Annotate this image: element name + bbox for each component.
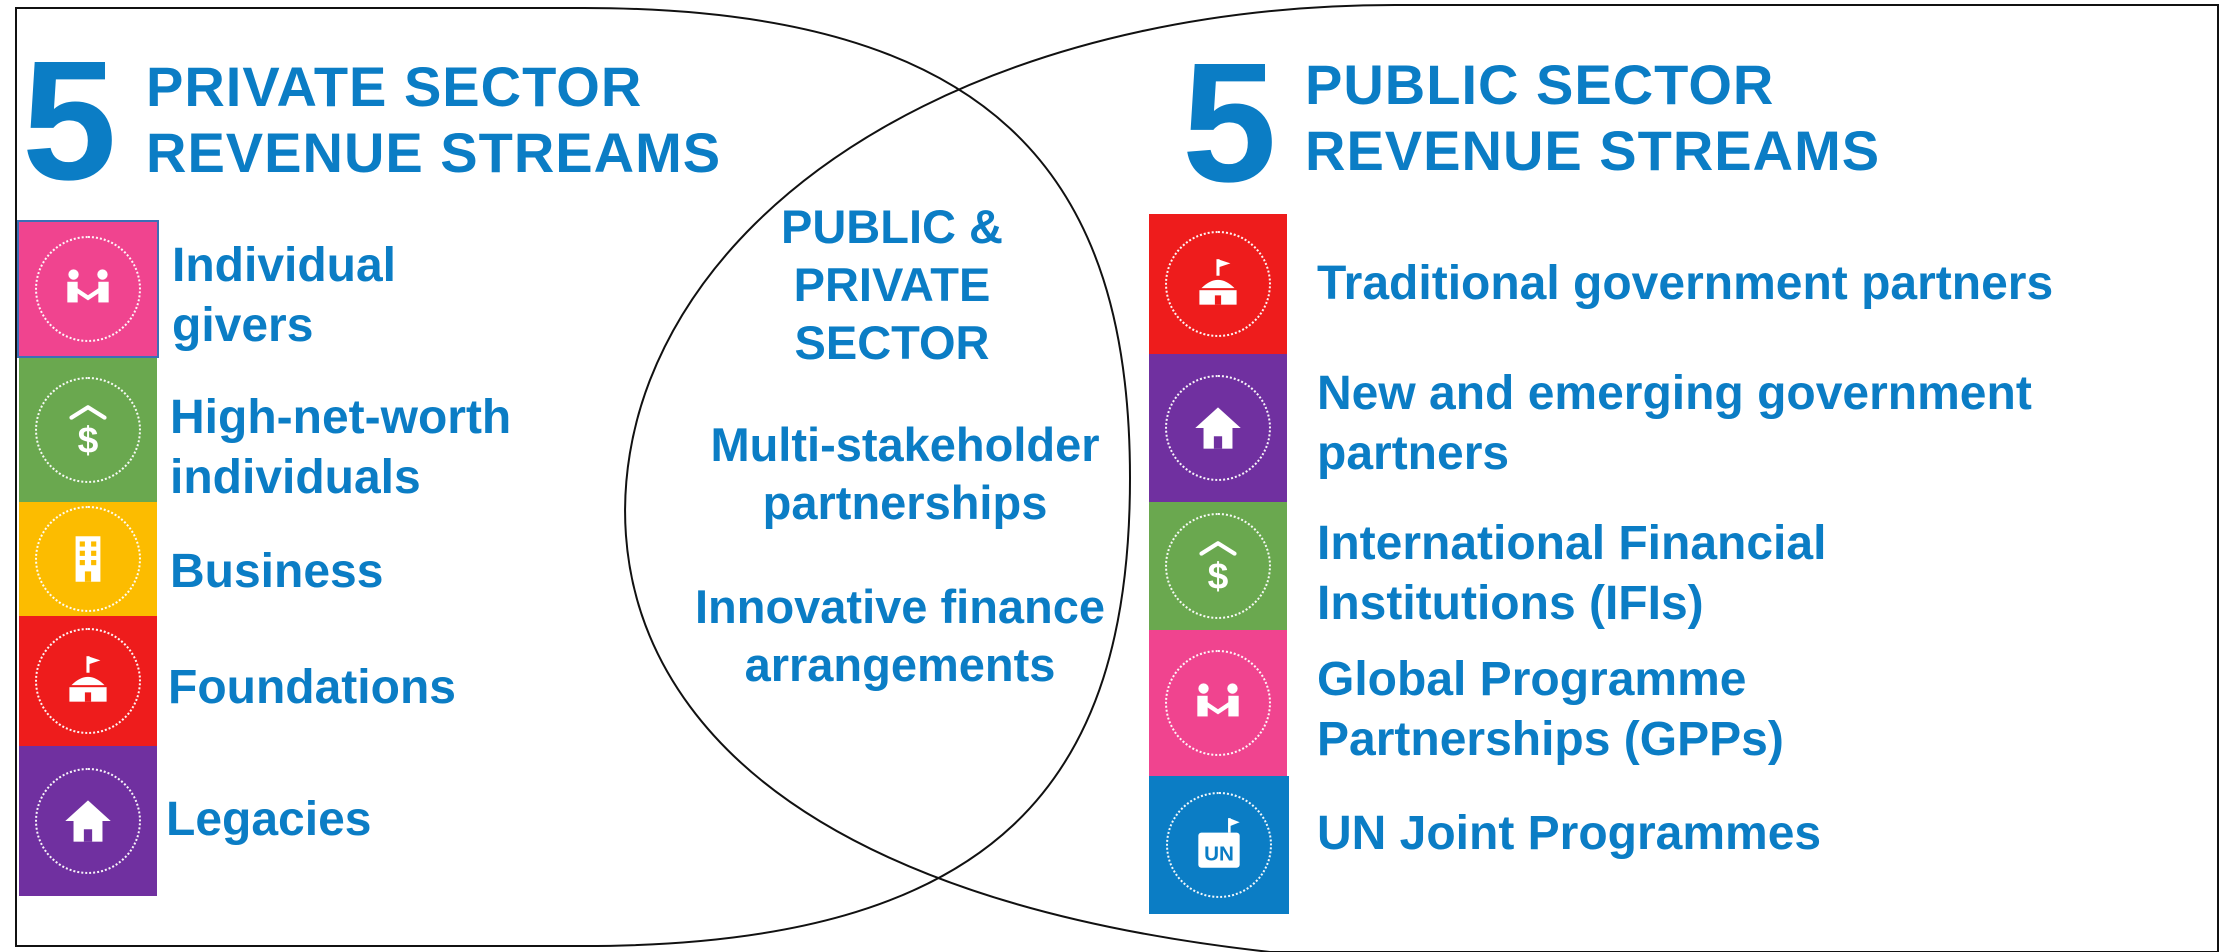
label-line1: Business	[170, 545, 384, 598]
label-line1: New and emerging government	[1317, 367, 2032, 420]
icon-ring	[1165, 231, 1271, 337]
icon-ring	[1165, 650, 1271, 756]
public-sector-heading-line2: REVENUE STREAMS	[1305, 119, 1881, 182]
label-line1: High-net-worth	[170, 391, 512, 444]
public-sector-count: 5	[1182, 28, 1277, 218]
gpp-tile	[1149, 630, 1287, 776]
icon-ring	[1165, 375, 1271, 481]
public-sector-ellipse	[624, 4, 2219, 952]
label-line1: Foundations	[168, 661, 456, 714]
svg-text:UN: UN	[1204, 843, 1234, 866]
dollar-house-icon: $	[69, 405, 107, 461]
overlap-title-line1: PUBLIC &	[781, 200, 1003, 253]
gpp-label: Global Programme Partnerships (GPPs)	[1317, 650, 1784, 770]
label-line1: Individual	[172, 239, 397, 292]
label-line1: UN Joint Programmes	[1317, 807, 1822, 860]
ifi-label: International Financial Institutions (IF…	[1317, 514, 1826, 634]
foundations-tile	[19, 616, 157, 746]
icon-ring: $	[1165, 513, 1271, 619]
label-line1: Legacies	[166, 793, 372, 846]
ifi-tile: $	[1149, 502, 1287, 630]
icon-ring	[35, 768, 141, 874]
icon-ring: UN	[1166, 792, 1272, 898]
private-sector-count: 5	[22, 26, 117, 216]
foundations-label: Foundations	[168, 658, 456, 718]
overlap-item2-line2: arrangements	[744, 638, 1056, 691]
svg-text:$: $	[1208, 555, 1229, 597]
private-sector-heading-line2: REVENUE STREAMS	[146, 121, 722, 184]
icon-ring	[35, 236, 141, 342]
overlap-item2-line1: Innovative finance	[694, 580, 1106, 633]
overlap-item1-line2: partnerships	[762, 476, 1048, 529]
institution-flag-icon	[69, 656, 107, 702]
public-sector-heading-line1: PUBLIC SECTOR	[1305, 53, 1775, 116]
building-icon	[75, 536, 101, 582]
svg-text:$: $	[78, 419, 99, 461]
innovative-finance-arrangements: Innovative finance arrangements	[680, 578, 1120, 694]
legacies-label: Legacies	[166, 790, 371, 850]
overlap-item1-line1: Multi-stakeholder	[710, 418, 1100, 471]
high-net-worth-tile: $	[19, 358, 157, 502]
house-icon	[1195, 407, 1241, 449]
new-emerging-government-label: New and emerging government partners	[1317, 364, 2032, 484]
high-net-worth-label: High-net-worth individuals	[170, 388, 511, 508]
icon-ring: $	[35, 377, 141, 483]
traditional-government-label: Traditional government partners	[1317, 254, 2053, 314]
new-emerging-government-tile	[1149, 354, 1287, 502]
label-line2: individuals	[170, 451, 421, 504]
business-label: Business	[170, 542, 383, 602]
label-line2: givers	[172, 299, 314, 352]
label-line1: International Financial	[1317, 517, 1827, 570]
un-joint-programmes-label: UN Joint Programmes	[1317, 804, 1821, 864]
individual-givers-label: Individual givers	[172, 236, 396, 356]
traditional-government-tile	[1149, 214, 1287, 354]
overlap-title-line2: PRIVATE	[793, 258, 991, 311]
overlap-title-line3: SECTOR	[794, 316, 990, 369]
private-sector-heading: PRIVATE SECTOR REVENUE STREAMS	[146, 54, 721, 186]
house-icon	[65, 800, 111, 842]
overlap-title: PUBLIC & PRIVATE SECTOR	[742, 198, 1042, 372]
icon-ring	[35, 628, 141, 734]
multi-stakeholder-partnerships: Multi-stakeholder partnerships	[690, 416, 1120, 532]
handshake-icon	[1197, 683, 1239, 717]
dollar-house-icon: $	[1199, 541, 1237, 597]
business-tile	[19, 502, 157, 616]
label-line2: partners	[1317, 427, 1510, 480]
private-sector-ellipse	[15, 7, 1132, 947]
individual-givers-tile	[17, 220, 159, 358]
public-sector-heading: PUBLIC SECTOR REVENUE STREAMS	[1305, 52, 1880, 184]
label-line2: Institutions (IFIs)	[1317, 577, 1704, 630]
handshake-icon	[67, 269, 109, 303]
legacies-tile	[19, 746, 157, 896]
private-sector-heading-line1: PRIVATE SECTOR	[146, 55, 643, 118]
institution-flag-icon	[1199, 259, 1237, 305]
icon-ring	[35, 506, 141, 612]
un-building-icon: UN	[1198, 818, 1240, 868]
label-line1: Traditional government partners	[1317, 257, 2054, 310]
label-line1: Global Programme	[1317, 653, 1747, 706]
label-line2: Partnerships (GPPs)	[1317, 713, 1784, 766]
un-joint-programmes-tile: UN	[1149, 776, 1289, 914]
